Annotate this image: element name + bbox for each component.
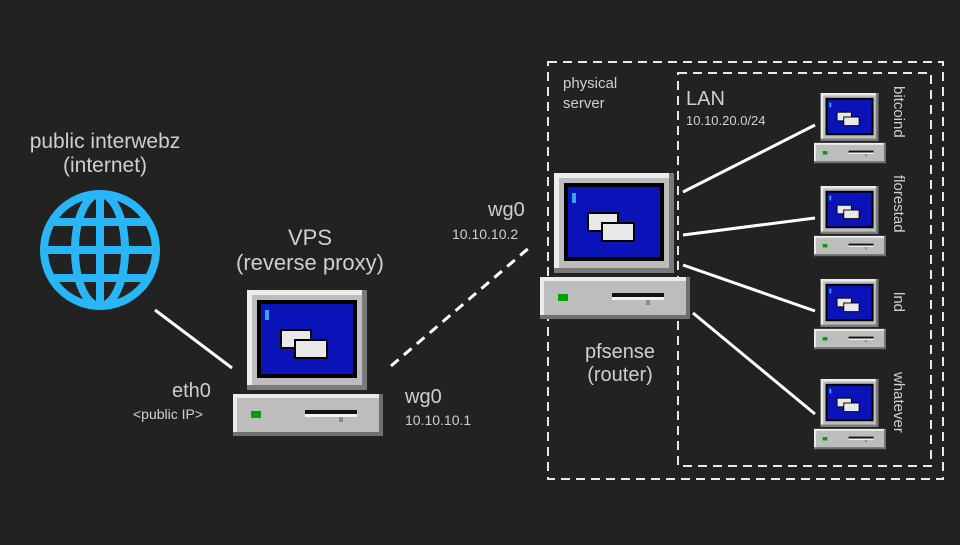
host-label-florestad: florestad [890,175,907,233]
lan-link-bitcoind [682,123,816,194]
vps-eth-ip: <public IP> [133,406,204,422]
internet-subtitle: (internet) [62,154,148,178]
physical-server-label: physical server [563,74,617,113]
lan-title: LAN [686,88,725,110]
router-wg-ip: 10.10.10.2 [452,226,519,242]
lnd-computer-icon [813,278,887,350]
globe-icon [40,190,160,310]
vps-computer-icon [232,289,384,437]
pfsense-computer-icon [539,172,691,320]
bitcoind-computer-icon [813,92,887,164]
internet-label: public interwebz (internet) [10,130,200,178]
internet-to-vps-link [154,308,233,370]
host-label-bitcoind: bitcoind [890,86,907,138]
lan-boundary [677,72,932,467]
wireguard-tunnel-link [390,245,531,368]
physical-server-line1: physical [563,75,618,92]
router-wg-iface: wg0 [488,199,525,221]
internet-title: public interwebz [29,130,181,153]
lan-subnet: 10.10.20.0/24 [686,113,766,128]
whatever-computer-icon [813,378,887,450]
host-label-lnd: lnd [890,292,907,313]
lan-link-whatever [692,311,816,416]
pfsense-title: pfsense [584,341,656,363]
vps-wg-iface: wg0 [405,386,442,408]
physical-server-boundary [547,61,944,480]
vps-label: VPS (reverse proxy) [210,225,410,276]
pfsense-subtitle: (router) [587,364,653,386]
physical-server-line2: server [563,94,605,112]
vps-subtitle: (reverse proxy) [236,250,384,276]
pfsense-label: pfsense (router) [560,341,680,387]
lan-link-lnd [682,263,816,313]
host-label-whatever: whatever [890,372,907,433]
vps-wg-ip: 10.10.10.1 [405,412,472,428]
lan-link-florestad [682,216,816,237]
vps-title: VPS [287,225,333,250]
florestad-computer-icon [813,185,887,257]
vps-eth-iface: eth0 [172,380,211,402]
